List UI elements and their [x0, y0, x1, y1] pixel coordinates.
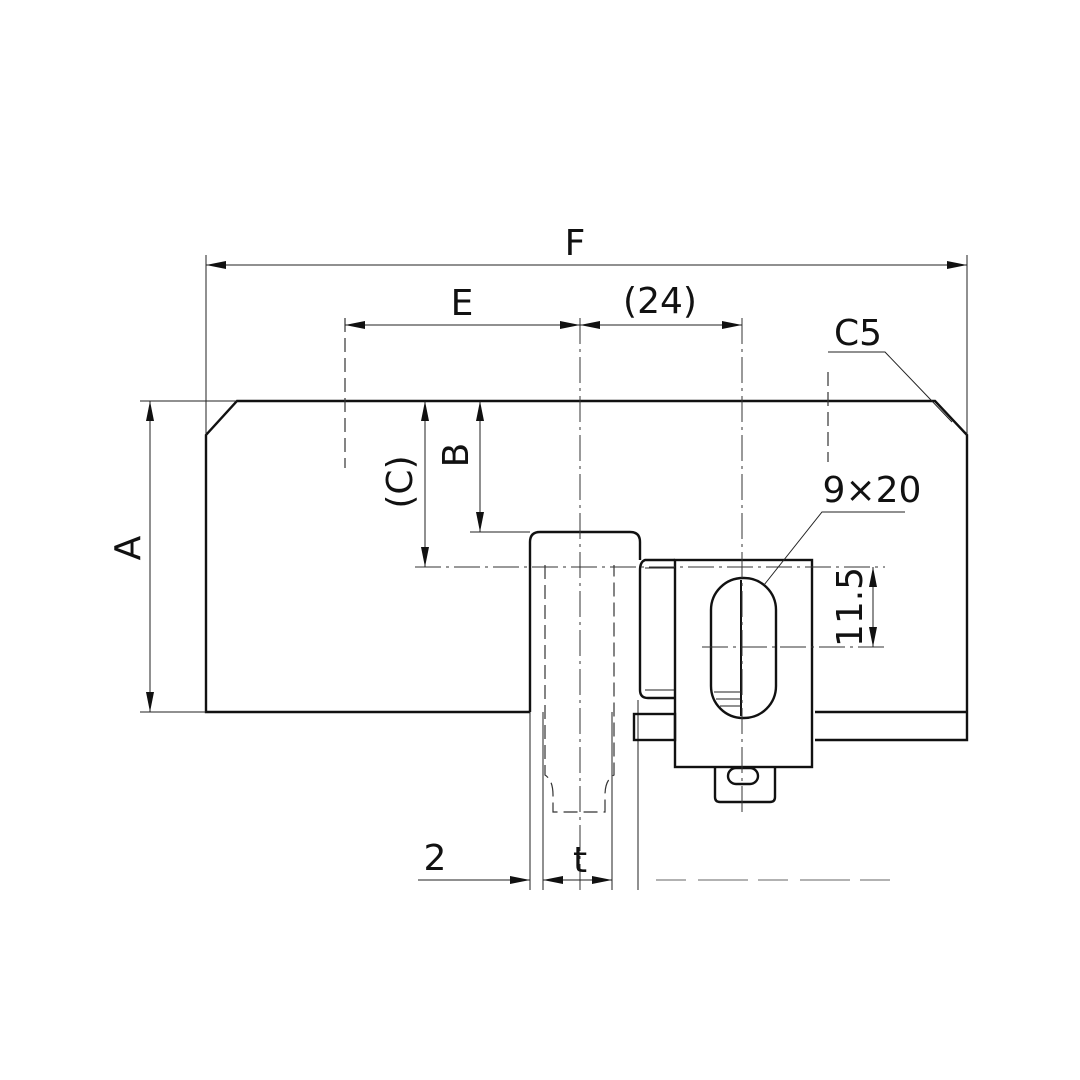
dim-label-f: F — [565, 223, 586, 264]
dim-label-b: B — [436, 443, 477, 468]
leader-9x20 — [763, 511, 905, 586]
dim-label-9x20: 9×20 — [823, 470, 922, 511]
dim-label-c5: C5 — [834, 313, 882, 354]
bolt-slot — [726, 766, 760, 786]
main-body-outline — [204, 399, 969, 742]
bolt-end — [713, 767, 777, 804]
dim-label-c: (C) — [380, 455, 421, 508]
strip-end — [632, 712, 677, 742]
dim-label-24: (24) — [623, 281, 697, 322]
dim-label-2: 2 — [424, 838, 447, 879]
dim-label-11-5: 11.5 — [830, 567, 871, 647]
dim-label-e: E — [451, 283, 474, 324]
slot-oval — [709, 576, 778, 720]
slot-hatch — [714, 691, 741, 707]
dim-label-t: t — [573, 840, 587, 881]
dim-label-a: A — [108, 535, 149, 560]
clamp-block — [673, 558, 814, 769]
tab-outline — [528, 530, 642, 712]
leader-c5 — [828, 351, 953, 423]
washer-plate — [638, 558, 675, 700]
